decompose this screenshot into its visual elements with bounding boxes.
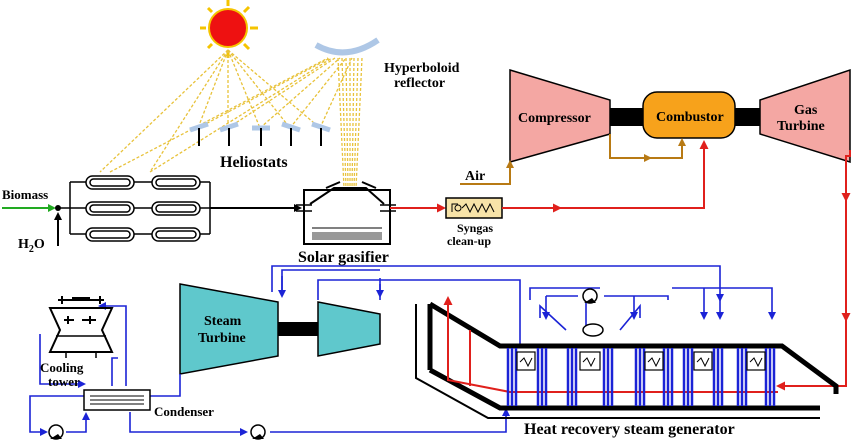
condenser	[83, 389, 151, 411]
sun-icon	[200, 0, 258, 58]
solar-gasifier	[296, 181, 396, 245]
exhaust-to-hrsg	[776, 150, 851, 391]
gas-turbine-label-1: Gas	[794, 103, 818, 118]
cooling-tower-label-2: tower	[48, 374, 80, 389]
heliostats-label: Heliostats	[220, 154, 288, 171]
steam-drum	[582, 323, 604, 337]
combustor	[642, 91, 736, 139]
cooling-tower	[48, 296, 114, 358]
pump-icon	[48, 424, 64, 440]
pump-icon	[582, 288, 598, 304]
h2o-label: H2O	[18, 237, 45, 255]
compressor-label: Compressor	[518, 111, 591, 126]
syngas-cleanup-unit	[445, 197, 503, 219]
condenser-label: Condenser	[154, 404, 214, 419]
hyperboloid-reflector	[314, 37, 380, 56]
hrsg-tube-bank	[566, 348, 614, 406]
heliostat	[252, 125, 270, 146]
sunlight-rays	[99, 49, 363, 189]
cooling-tower-label-1: Cooling	[40, 360, 84, 375]
hrsg-label: Heat recovery steam generator	[524, 421, 735, 438]
pump-icon	[250, 424, 266, 440]
heliostat	[219, 121, 239, 146]
hrsg-tube-bank	[634, 348, 674, 406]
steam-turbine-lp	[317, 301, 381, 357]
solar-receiver-tubes	[58, 175, 211, 242]
steam-piping	[29, 265, 776, 436]
syngas-label-2: clean-up	[447, 234, 491, 248]
gas-turbine	[759, 68, 851, 164]
hrsg-tube-bank	[736, 348, 776, 406]
syngas-label-1: Syngas	[457, 221, 493, 235]
steam-turbine-hp	[179, 283, 279, 375]
hyperboloid-label-2: reflector	[394, 76, 445, 91]
heliostats	[189, 121, 331, 146]
heliostat	[281, 121, 301, 146]
fuel-to-combustor	[502, 140, 709, 209]
heat-recovery-steam-generator	[415, 296, 839, 419]
heliostat	[311, 121, 331, 146]
hyperboloid-label-1: Hyperboloid	[384, 61, 460, 76]
air-to-compressor	[460, 160, 514, 185]
steam-turbine-label-1: Steam	[204, 314, 242, 329]
gas-turbine-label-2: Turbine	[777, 119, 825, 134]
combustor-label: Combustor	[656, 110, 724, 125]
solar-gasifier-label: Solar gasifier	[298, 249, 389, 266]
air-label: Air	[465, 169, 485, 184]
biomass-label: Biomass	[2, 187, 48, 202]
steam-turbine-label-2: Turbine	[198, 331, 246, 346]
hrsg-tube-bank	[506, 348, 548, 406]
steam-turbine-shaft	[278, 322, 318, 336]
heliostat	[189, 121, 209, 146]
hrsg-tube-bank	[682, 348, 724, 406]
